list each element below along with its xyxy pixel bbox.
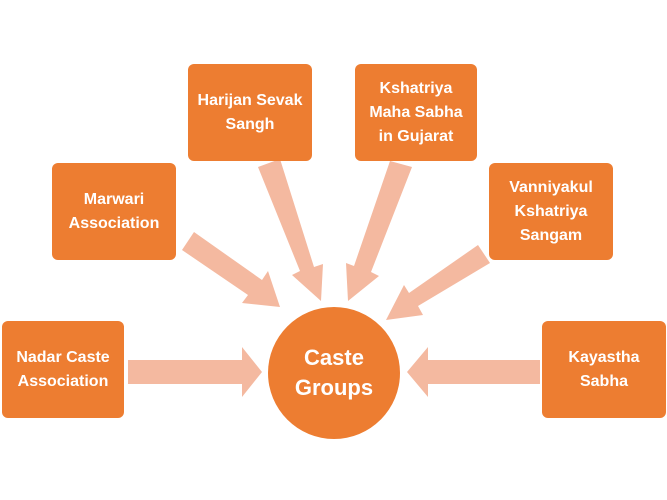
group-label: Marwari Association <box>68 190 160 232</box>
group-label: Kshatriya Maha Sabha in Gujarat <box>369 79 463 145</box>
arrow-nadar <box>128 347 262 397</box>
group-box-harijan-sevak-sangh: Harijan Sevak Sangh <box>188 64 312 161</box>
group-label: Nadar Caste Association <box>16 348 110 390</box>
group-box-nadar-caste-association: Nadar Caste Association <box>2 321 124 418</box>
group-box-kayastha-sabha: Kayastha Sabha <box>542 321 666 418</box>
group-label: Harijan Sevak Sangh <box>197 91 303 133</box>
arrow-harijan <box>258 159 323 301</box>
group-label: Vanniyakul Kshatriya Sangam <box>509 178 593 244</box>
arrow-kshatriya <box>346 161 412 301</box>
group-box-marwari-association: Marwari Association <box>52 163 176 260</box>
group-box-vanniyakul-kshatriya-sangam: Vanniyakul Kshatriya Sangam <box>489 163 613 260</box>
arrow-marwari <box>182 232 280 307</box>
group-box-kshatriya-maha-sabha: Kshatriya Maha Sabha in Gujarat <box>355 64 477 161</box>
center-node-caste-groups: Caste Groups <box>268 307 400 439</box>
arrow-kayastha <box>407 347 540 397</box>
arrow-vanniyakul <box>386 245 490 320</box>
group-label: Kayastha Sabha <box>568 348 640 390</box>
center-label: Caste Groups <box>294 345 374 400</box>
